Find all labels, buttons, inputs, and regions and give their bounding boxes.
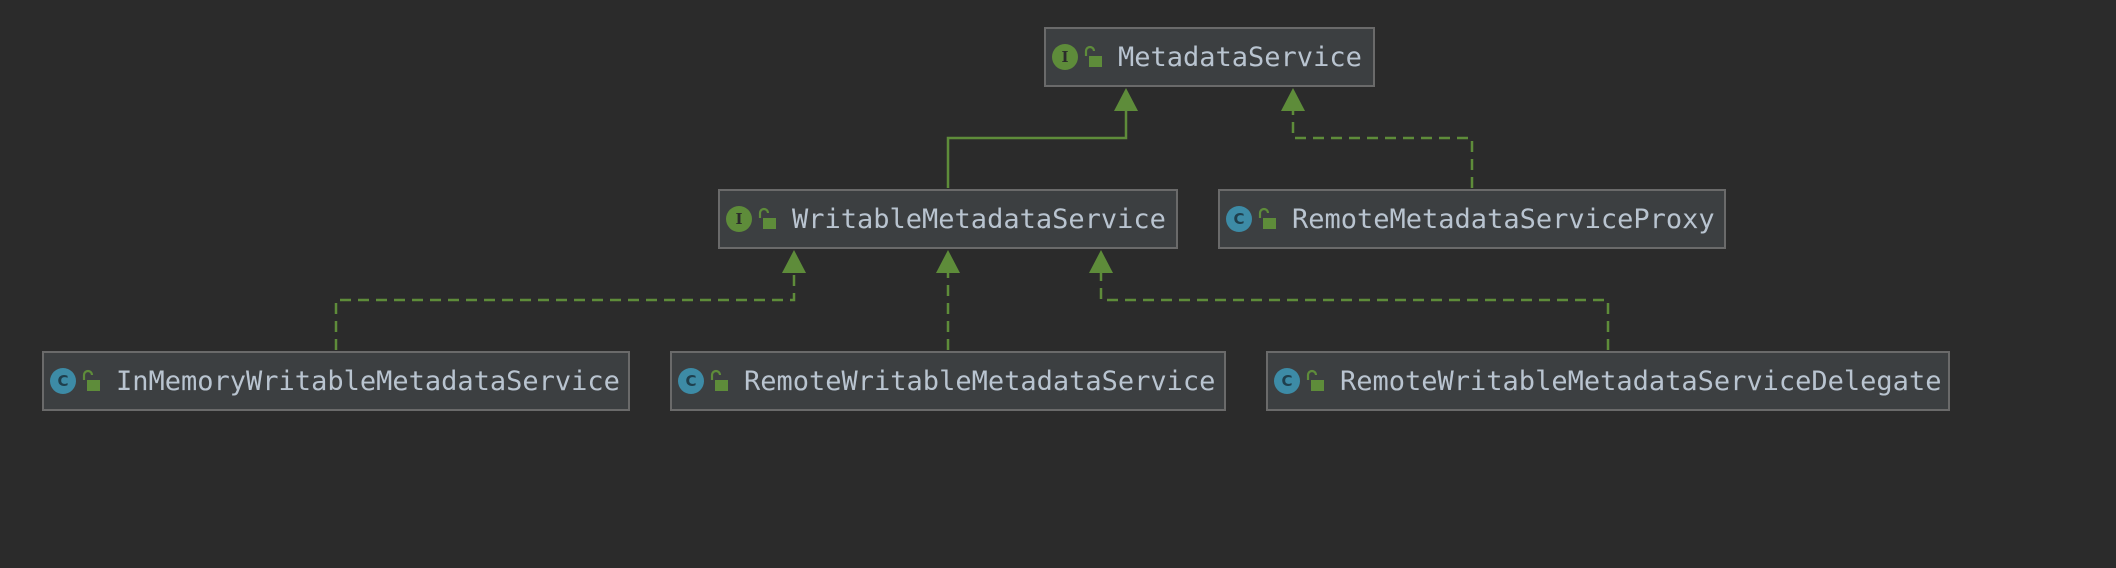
class-icon: C [678, 368, 704, 394]
unlocked-padlock-icon [710, 369, 728, 391]
edge-arrowhead [936, 250, 960, 273]
class-name-label: InMemoryWritableMetadataService [116, 365, 620, 397]
class-icon: C [1226, 206, 1252, 232]
unlocked-padlock-icon [1258, 207, 1276, 229]
unlocked-padlock-icon [1084, 45, 1102, 67]
class-node-writable-metadata-service[interactable]: I WritableMetadataService [718, 189, 1178, 249]
class-icon: C [50, 368, 76, 394]
unlocked-padlock-icon [82, 369, 100, 391]
class-node-in-memory-writable-metadata-service[interactable]: C InMemoryWritableMetadataService [42, 351, 630, 411]
edge-arrowhead [1281, 88, 1305, 111]
edge-in-memory-to-writable [334, 270, 796, 350]
class-node-metadata-service[interactable]: I MetadataService [1044, 27, 1375, 87]
edge-arrowhead [1114, 88, 1138, 111]
class-icon: C [1274, 368, 1300, 394]
class-node-remote-metadata-service-proxy[interactable]: C RemoteMetadataServiceProxy [1218, 189, 1726, 249]
class-name-label: RemoteWritableMetadataServiceDelegate [1340, 365, 1942, 397]
edge-arrowhead [1089, 250, 1113, 273]
edge-delegate-to-writable [1099, 270, 1610, 350]
class-node-remote-writable-metadata-service-delegate[interactable]: C RemoteWritableMetadataServiceDelegate [1266, 351, 1950, 411]
edge-writable-to-metadata-service [946, 108, 1128, 188]
edge-proxy-to-metadata-service [1291, 108, 1474, 188]
interface-icon: I [726, 206, 752, 232]
unlocked-padlock-icon [1306, 369, 1324, 391]
class-name-label: WritableMetadataService [792, 203, 1166, 235]
class-name-label: RemoteWritableMetadataService [744, 365, 1216, 397]
class-name-label: RemoteMetadataServiceProxy [1292, 203, 1715, 235]
edge-arrowhead [782, 250, 806, 273]
unlocked-padlock-icon [758, 207, 776, 229]
class-name-label: MetadataService [1118, 41, 1362, 73]
interface-icon: I [1052, 44, 1078, 70]
class-node-remote-writable-metadata-service[interactable]: C RemoteWritableMetadataService [670, 351, 1226, 411]
